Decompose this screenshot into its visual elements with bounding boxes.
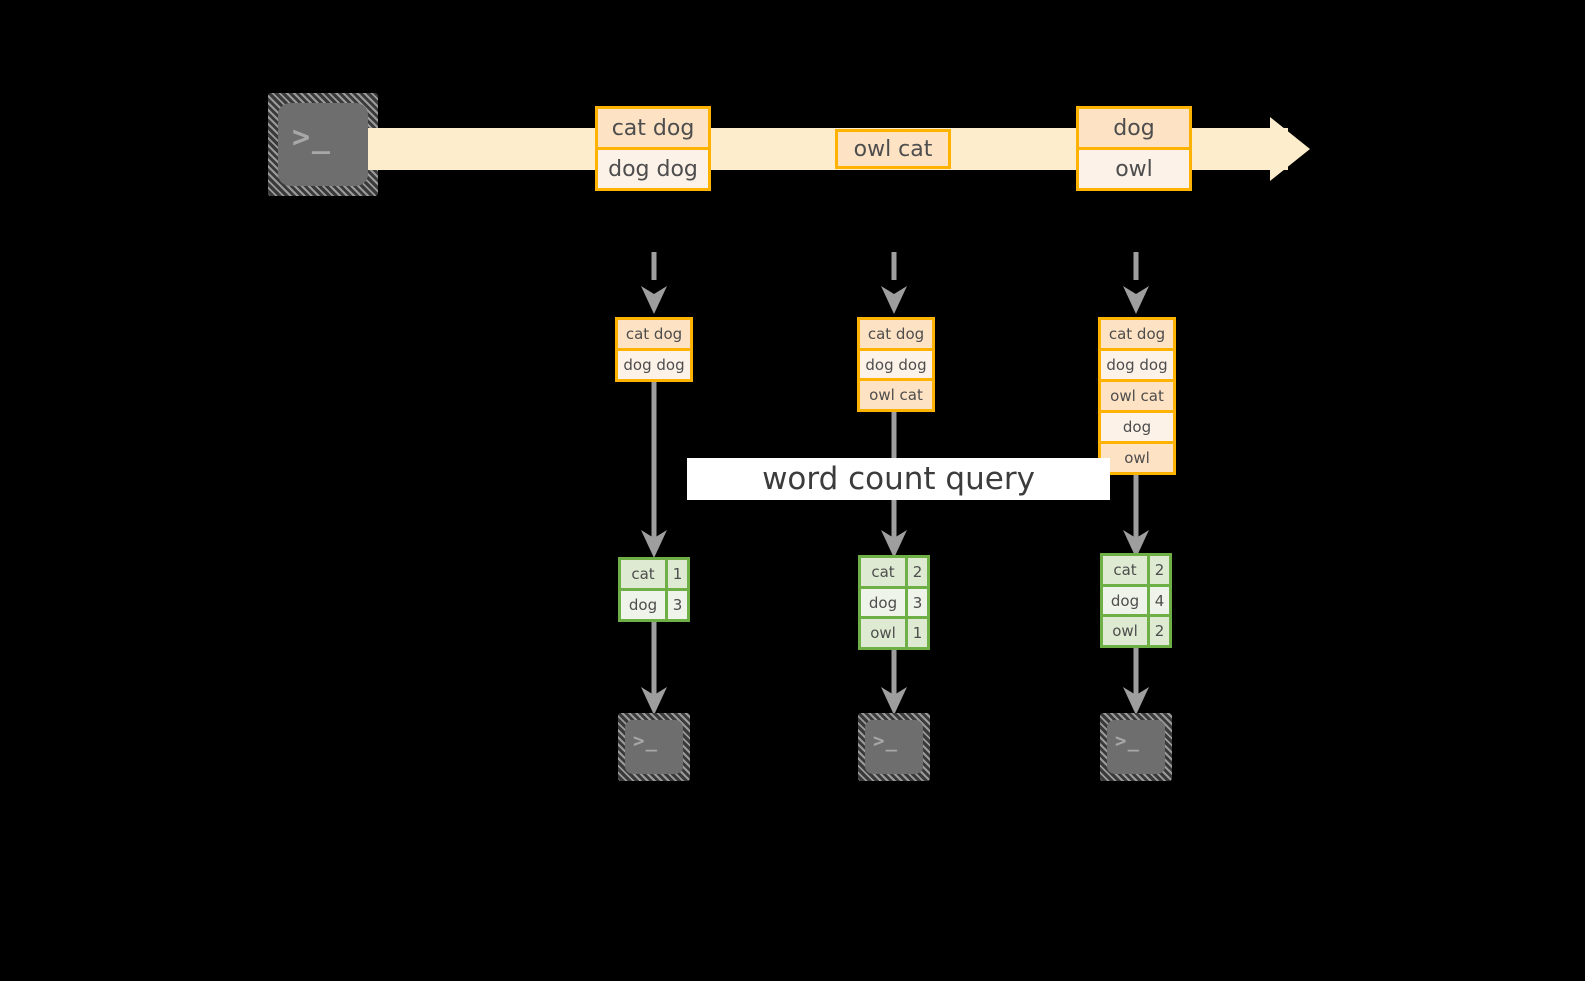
stream-group-2: owl cat	[835, 129, 951, 169]
stream-group-3: dog owl	[1076, 106, 1192, 191]
accumulated-row: cat dog	[618, 320, 690, 348]
result-count: 4	[1147, 586, 1169, 615]
accumulated-row: cat dog	[1101, 320, 1173, 348]
terminal-face	[278, 103, 368, 186]
dashed-down-arrow-icon-col2	[880, 252, 908, 317]
accumulated-row: owl	[1101, 441, 1173, 472]
accumulated-box-col1: cat dog dog dog	[615, 317, 693, 382]
stream-token: dog	[1079, 109, 1189, 147]
table-row: dog 3	[861, 585, 927, 617]
dashed-down-arrow-icon-col3	[1122, 252, 1150, 317]
sink-terminal-icon-col1: >_	[618, 713, 690, 781]
query-label-band: word count query	[687, 458, 1110, 500]
stream-token: owl	[1079, 147, 1189, 188]
output-arrow-icon-col3	[1122, 648, 1150, 717]
result-word: cat	[1113, 560, 1137, 579]
terminal-prompt-glyph: >_	[1115, 730, 1141, 752]
query-arrow-icon-col1	[640, 382, 668, 560]
accumulated-row: owl cat	[860, 378, 932, 410]
table-row: cat 2	[861, 558, 927, 586]
accumulated-row: cat dog	[860, 320, 932, 348]
result-word: dog	[868, 593, 898, 612]
table-row: dog 4	[1103, 583, 1169, 615]
result-count: 2	[1147, 556, 1169, 584]
result-table-col1: cat 1 dog 3	[618, 557, 690, 622]
accumulated-row: dog dog	[860, 347, 932, 379]
result-word: dog	[1110, 591, 1140, 610]
result-count: 3	[905, 588, 927, 617]
result-word: cat	[631, 565, 655, 583]
stream-group-1: cat dog dog dog	[595, 106, 711, 191]
accumulated-row: owl cat	[1101, 379, 1173, 410]
terminal-face	[865, 720, 923, 774]
terminal-prompt-glyph: >_	[292, 120, 332, 155]
result-table-col3: cat 2 dog 4 owl 2	[1100, 553, 1172, 648]
source-terminal-icon: >_	[268, 93, 378, 196]
result-word: owl	[870, 624, 896, 643]
terminal-face	[625, 720, 683, 774]
accumulated-box-col3: cat dog dog dog owl cat dog owl	[1098, 317, 1176, 475]
stream-token: dog dog	[598, 147, 708, 188]
terminal-prompt-glyph: >_	[633, 730, 659, 752]
result-word: dog	[628, 596, 658, 614]
query-arrow-icon-col3	[1122, 475, 1150, 560]
terminal-face	[1107, 720, 1165, 774]
result-count: 1	[905, 619, 927, 648]
stream-token: owl cat	[838, 132, 948, 166]
table-row: owl 2	[1103, 614, 1169, 646]
page-title: word count query	[762, 461, 1035, 497]
sink-terminal-icon-col2: >_	[858, 713, 930, 781]
stream-arrowhead-icon	[1270, 117, 1310, 181]
accumulated-box-col2: cat dog dog dog owl cat	[857, 317, 935, 412]
result-word: owl	[1112, 622, 1138, 641]
accumulated-row: dog	[1101, 410, 1173, 441]
dashed-down-arrow-icon-col1	[640, 252, 668, 317]
result-count: 2	[905, 558, 927, 586]
output-arrow-icon-col2	[880, 650, 908, 717]
sink-terminal-icon-col3: >_	[1100, 713, 1172, 781]
result-count: 1	[665, 560, 687, 588]
result-count: 3	[665, 591, 687, 619]
terminal-prompt-glyph: >_	[873, 730, 899, 752]
result-word: cat	[871, 562, 895, 581]
output-arrow-icon-col1	[640, 622, 668, 717]
table-row: owl 1	[861, 616, 927, 648]
table-row: cat 1	[621, 560, 687, 588]
result-count: 2	[1147, 617, 1169, 646]
result-table-col2: cat 2 dog 3 owl 1	[858, 555, 930, 650]
table-row: cat 2	[1103, 556, 1169, 584]
stream-token: cat dog	[598, 109, 708, 147]
table-row: dog 3	[621, 588, 687, 619]
accumulated-row: dog dog	[1101, 348, 1173, 379]
accumulated-row: dog dog	[618, 348, 690, 379]
